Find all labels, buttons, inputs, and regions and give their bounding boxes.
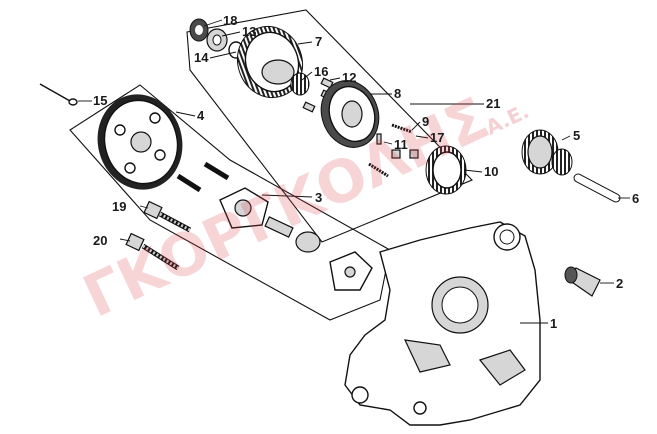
oil-pump-assembly xyxy=(219,187,373,291)
group-frame-21 xyxy=(186,9,473,243)
callout-21[interactable]: 21 xyxy=(486,96,500,111)
pin-11 xyxy=(368,133,389,178)
callout-2[interactable]: 2 xyxy=(616,276,623,291)
callout-16[interactable]: 16 xyxy=(314,64,328,79)
callout-3[interactable]: 3 xyxy=(315,190,322,205)
callout-18[interactable]: 18 xyxy=(223,13,237,28)
cap-17 xyxy=(391,149,419,159)
reduction-gear-5 xyxy=(521,129,573,176)
callout-4[interactable]: 4 xyxy=(197,108,205,123)
callout-13[interactable]: 13 xyxy=(242,24,256,39)
gear-10 xyxy=(425,145,467,195)
callout-6[interactable]: 6 xyxy=(632,191,639,206)
callout-20[interactable]: 20 xyxy=(93,233,107,248)
starter-idle-gear-7 xyxy=(237,25,303,99)
pin-15 xyxy=(39,83,78,106)
callout-14[interactable]: 14 xyxy=(194,50,209,65)
starter-clutch-8 xyxy=(320,80,380,148)
bolt-19 xyxy=(143,200,192,233)
washer-18 xyxy=(189,18,209,42)
callout-8[interactable]: 8 xyxy=(394,86,401,101)
callout-labels: 1 2 3 4 5 6 7 8 9 10 11 12 13 14 15 16 1… xyxy=(93,13,639,331)
callout-19[interactable]: 19 xyxy=(112,199,126,214)
callout-1[interactable]: 1 xyxy=(550,316,557,331)
group-frame-3 xyxy=(69,84,391,321)
callout-11[interactable]: 11 xyxy=(394,137,408,152)
spring-9 xyxy=(391,123,413,134)
bushing-2 xyxy=(564,266,601,297)
callout-5[interactable]: 5 xyxy=(573,128,580,143)
bearing-13 xyxy=(206,28,228,52)
bolt-20 xyxy=(125,232,180,271)
callout-10[interactable]: 10 xyxy=(484,164,498,179)
callout-7[interactable]: 7 xyxy=(315,34,322,49)
callout-15[interactable]: 15 xyxy=(93,93,107,108)
callout-12[interactable]: 12 xyxy=(342,70,356,85)
callout-17[interactable]: 17 xyxy=(430,130,444,145)
leader-lines xyxy=(78,19,630,324)
callout-9[interactable]: 9 xyxy=(422,114,429,129)
starter-driven-gear xyxy=(97,94,183,190)
crankcase-cover-1 xyxy=(344,221,541,426)
bolts-group-3 xyxy=(176,161,230,193)
shaft-6 xyxy=(573,173,621,203)
